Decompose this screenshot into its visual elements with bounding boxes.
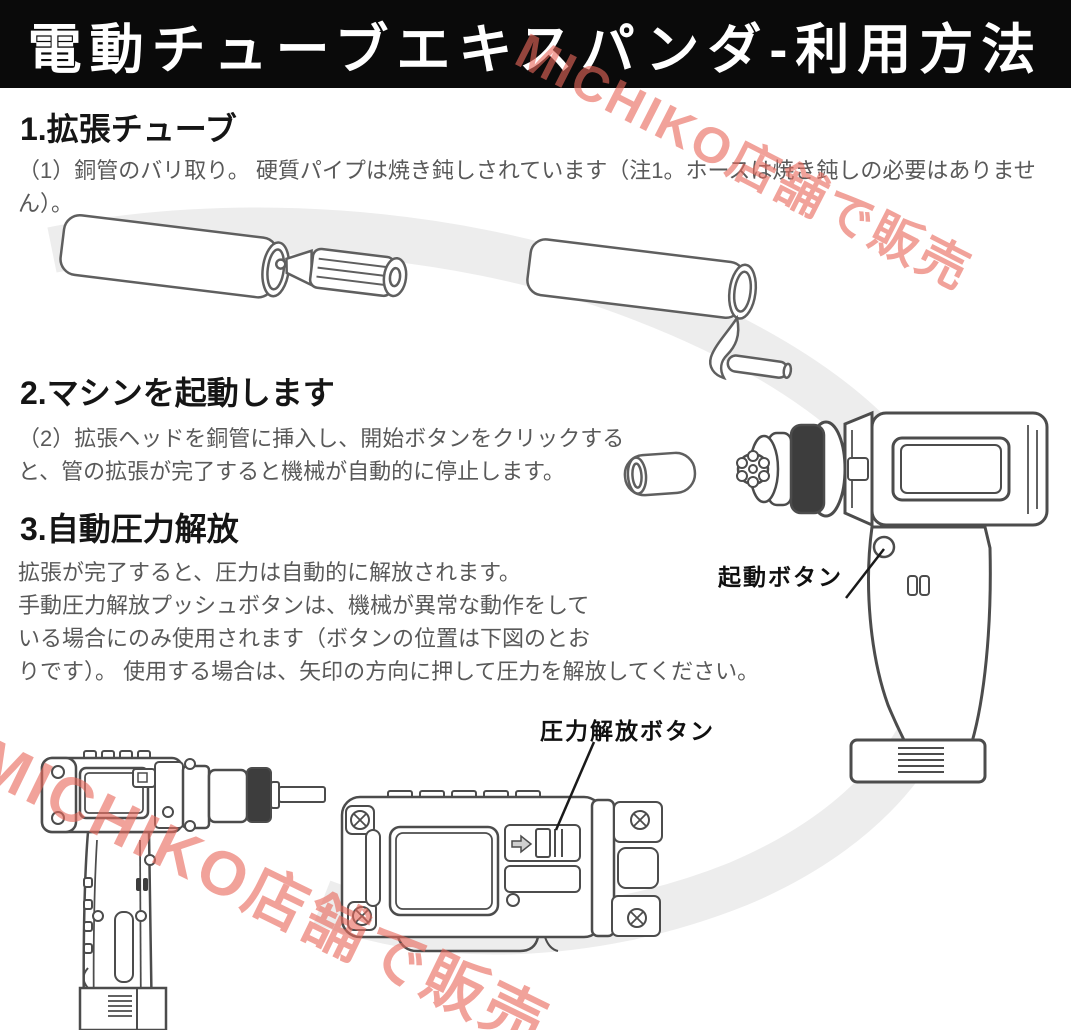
section-1-heading: 1.拡張チューブ [20,111,237,147]
tube-to-insert-illustration [623,451,697,497]
machine-side-view-illustration [40,750,326,1030]
flame-icon [709,314,740,381]
hard-pipe-illustration [526,238,758,320]
pressure-release-button-callout: 圧力解放ボタン [540,718,715,744]
header-banner: 電動チューブエキスパンダ-利用方法 [0,0,1071,88]
start-button-leader-line [845,548,885,599]
pressure-release-leader-line [554,741,596,831]
annealed-tube-illustration [726,354,793,379]
section-2-body: （2）拡張ヘッドを銅管に挿入し、開始ボタンをクリックする と、管の拡張が完了する… [18,426,625,484]
copper-tube-illustration [59,213,291,299]
expander-machine-illustration [736,410,1049,784]
page-title: 電動チューブエキスパンダ-利用方法 [27,19,1044,80]
section-3-heading: 3.自動圧力解放 [20,511,239,547]
start-button-callout: 起動ボタン [718,564,843,590]
section-1-body: （1）銅管のバリ取り。 硬質パイプは焼き鈍しされています（注1。ホースは焼き鈍し… [18,158,1036,216]
expander-head-illustration [274,247,408,298]
section-2-heading: 2.マシンを起動します [20,375,335,411]
section-3-body: 拡張が完了すると、圧力は自動的に解放されます。 手動圧力解放プッシュボタンは、機… [18,560,760,684]
start-button-drawing [872,535,896,559]
machine-top-view-illustration [340,790,663,953]
arrow-right-icon [511,834,533,854]
